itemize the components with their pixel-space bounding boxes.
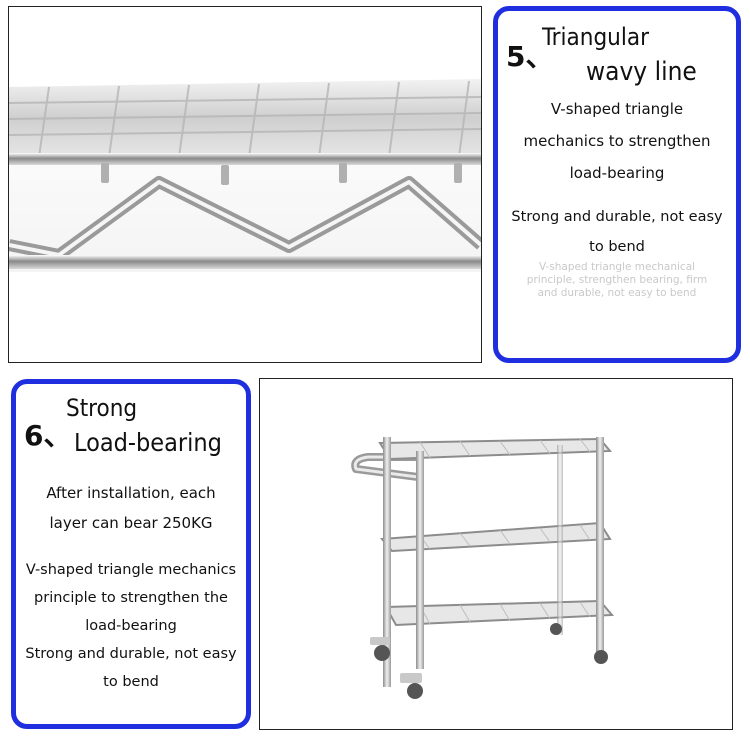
wire-cart-illustration bbox=[260, 379, 732, 729]
feature-card-triangular-wavy-line: 5、 Triangular wavy line V-shaped triangl… bbox=[493, 6, 741, 363]
feature-title-line1: Strong bbox=[66, 394, 138, 422]
feature-description: V-shaped triangle mechanics to strengthe… bbox=[498, 95, 736, 187]
description-line: load-bearing bbox=[569, 164, 665, 182]
feature-number: 5、 bbox=[506, 40, 554, 73]
wire-cart-photo bbox=[259, 378, 733, 730]
faint-caption: V-shaped triangle mechanical principle, … bbox=[498, 261, 736, 300]
feature-title-line2: wavy line bbox=[586, 57, 697, 87]
details-line: load-bearing bbox=[85, 618, 177, 634]
feature-note: Strong and durable, not easy to bend bbox=[498, 202, 736, 262]
feature-details: V-shaped triangle mechanics principle to… bbox=[16, 556, 246, 696]
description-line: After installation, each bbox=[46, 484, 216, 502]
details-line: to bend bbox=[103, 674, 159, 690]
details-line: principle to strengthen the bbox=[34, 590, 228, 606]
description-line: mechanics to strengthen bbox=[523, 132, 711, 150]
feature-card-strong-load-bearing: 6、 Strong Load-bearing After installatio… bbox=[11, 379, 251, 729]
wire-closeup-photo bbox=[8, 6, 482, 363]
description-line: V-shaped triangle bbox=[550, 100, 684, 118]
feature-description: After installation, each layer can bear … bbox=[16, 478, 246, 538]
feature-title-line1: Triangular bbox=[542, 23, 649, 51]
details-line: V-shaped triangle mechanics bbox=[25, 562, 237, 578]
description-line: layer can bear 250KG bbox=[49, 514, 213, 532]
faint-line: principle, strengthen bearing, firm bbox=[526, 274, 708, 286]
details-line: Strong and durable, not easy bbox=[25, 646, 237, 662]
feature-title-line2: Load-bearing bbox=[74, 428, 222, 457]
note-line: Strong and durable, not easy bbox=[511, 209, 723, 225]
faint-line: and durable, not easy to bend bbox=[537, 287, 697, 299]
faint-line: V-shaped triangle mechanical bbox=[538, 261, 696, 273]
wire-closeup-illustration bbox=[9, 7, 481, 362]
note-line: to bend bbox=[589, 239, 645, 255]
feature-number: 6、 bbox=[24, 419, 72, 452]
